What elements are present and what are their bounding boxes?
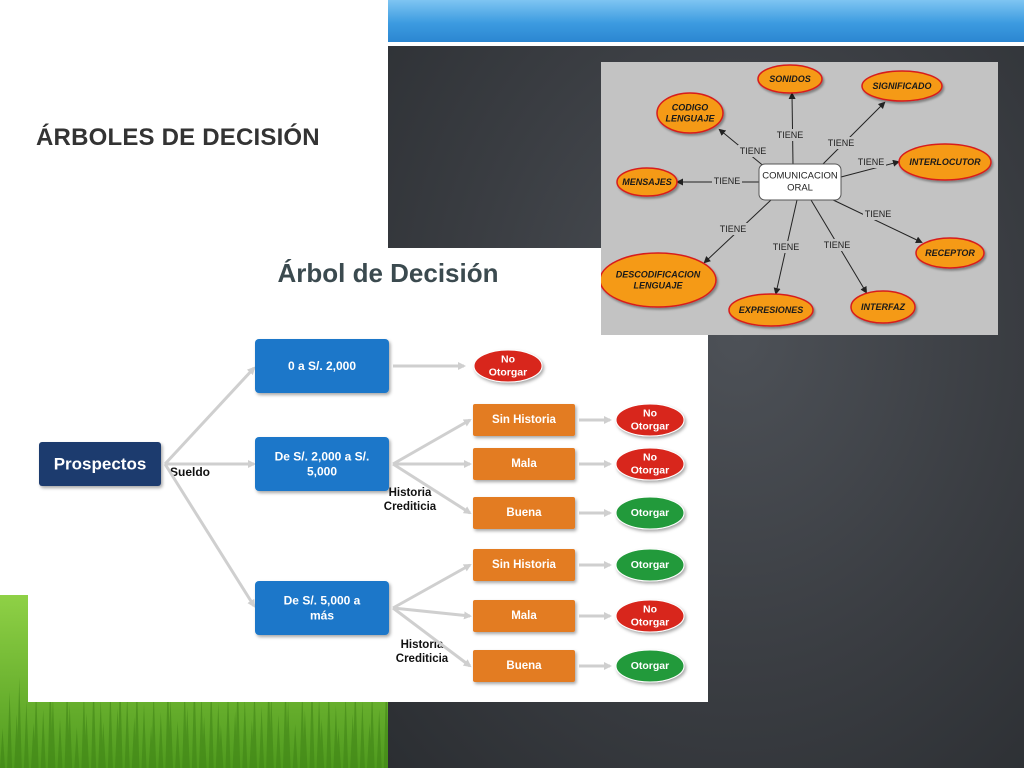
relation-bg-6 bbox=[863, 208, 893, 220]
concept-node-2 bbox=[861, 70, 943, 102]
concept-node-6 bbox=[915, 237, 985, 269]
concept-node-label-4: INTERLOCUTOR bbox=[909, 157, 981, 167]
relation-label-4: TIENE bbox=[858, 157, 885, 167]
relation-bg-5 bbox=[712, 175, 742, 187]
concept-map-diagram: TIENETIENETIENETIENETIENETIENETIENETIENE… bbox=[601, 64, 992, 327]
concept-node-label-1: SONIDOS bbox=[769, 74, 811, 84]
arrow-range-3-history-3 bbox=[392, 606, 472, 668]
root-node-box bbox=[39, 442, 161, 486]
outcome-2-1-ellipse bbox=[615, 403, 685, 437]
concept-node-1 bbox=[757, 64, 823, 94]
history-node-label-3-1: Sin Historia bbox=[492, 559, 557, 571]
concept-node-label-5: MENSAJES bbox=[622, 177, 672, 187]
outcome-2-2-ellipse bbox=[615, 447, 685, 481]
outcome-3-3-ellipse bbox=[615, 649, 685, 683]
concept-center-box bbox=[758, 163, 842, 201]
history-node-label-3-3: Buena bbox=[506, 660, 542, 672]
arrow-root-range-1 bbox=[163, 366, 256, 466]
relation-label-1: TIENE bbox=[777, 130, 804, 140]
range-node-label-1: 0 a S/. 2,000 bbox=[288, 359, 356, 373]
history-node-label-2-3: Buena bbox=[506, 507, 542, 519]
slide-title: ÁRBOLES DE DECISIÓN bbox=[36, 124, 320, 151]
relation-bg-9 bbox=[822, 239, 852, 251]
outcome-2-3-ellipse bbox=[615, 496, 685, 530]
history-node-box-2-1 bbox=[473, 404, 575, 436]
concept-node-label-2: SIGNIFICADO bbox=[872, 81, 931, 91]
range-node-label-2: De S/. 2,000 a S/.5,000 bbox=[275, 450, 370, 479]
relation-bg-8 bbox=[771, 241, 801, 253]
concept-node-3 bbox=[656, 92, 724, 134]
relation-label-3: TIENE bbox=[740, 146, 767, 156]
concept-node-9 bbox=[850, 290, 916, 324]
arrow-root-range-3 bbox=[163, 463, 256, 608]
outcome-3-1-ellipse bbox=[615, 548, 685, 582]
relation-label-7: TIENE bbox=[720, 224, 747, 234]
relation-bg-1 bbox=[775, 129, 805, 141]
concept-node-label-8: EXPRESIONES bbox=[739, 305, 804, 315]
concept-node-label-9: INTERFAZ bbox=[861, 302, 906, 312]
history-node-box-3-1 bbox=[473, 549, 575, 581]
concept-node-8 bbox=[728, 293, 814, 327]
arrow-range-3-history-1 bbox=[392, 563, 472, 610]
top-accent-bar bbox=[388, 0, 1024, 42]
relation-label-8: TIENE bbox=[773, 242, 800, 252]
arrow-range-2-history-1 bbox=[392, 418, 472, 466]
decision-tree-title: Árbol de Decisión bbox=[277, 258, 498, 288]
range-node-box-2 bbox=[255, 437, 389, 491]
history-node-label-2-1: Sin Historia bbox=[492, 414, 557, 426]
relation-label-9: TIENE bbox=[824, 240, 851, 250]
range-node-box-3 bbox=[255, 581, 389, 635]
relation-bg-2 bbox=[826, 137, 856, 149]
concept-node-4 bbox=[898, 143, 992, 181]
concept-arrow-4 bbox=[840, 159, 900, 178]
edge-label-sueldo: Sueldo bbox=[170, 465, 210, 479]
top-accent-line bbox=[388, 42, 1024, 46]
history-node-box-2-2 bbox=[473, 448, 575, 480]
outcome-range-1-ellipse bbox=[473, 349, 543, 383]
relation-bg-4 bbox=[856, 156, 886, 168]
relation-label-6: TIENE bbox=[865, 209, 892, 219]
relation-bg-7 bbox=[718, 223, 748, 235]
concept-node-5 bbox=[616, 167, 678, 197]
history-node-box-3-2 bbox=[473, 600, 575, 632]
concept-arrow-2 bbox=[822, 101, 886, 165]
range-node-box-1 bbox=[255, 339, 389, 393]
outcome-3-2-ellipse bbox=[615, 599, 685, 633]
arrow-range-2-history-3 bbox=[392, 462, 472, 515]
concept-node-label-6: RECEPTOR bbox=[925, 248, 975, 258]
outcome-3-1-label: Otorgar bbox=[631, 559, 670, 571]
relation-bg-3 bbox=[738, 145, 768, 157]
root-node-label: Prospectos bbox=[54, 455, 147, 474]
history-node-box-2-3 bbox=[473, 497, 575, 529]
concept-node-7 bbox=[601, 252, 717, 308]
relation-label-2: TIENE bbox=[828, 138, 855, 148]
outcome-2-3-label: Otorgar bbox=[631, 507, 670, 519]
history-node-box-3-3 bbox=[473, 650, 575, 682]
history-node-label-3-2: Mala bbox=[511, 610, 537, 622]
history-node-label-2-2: Mala bbox=[511, 458, 537, 470]
arrow-range-3-history-2 bbox=[392, 606, 472, 620]
relation-label-5: TIENE bbox=[714, 176, 741, 186]
outcome-3-3-label: Otorgar bbox=[631, 660, 670, 672]
